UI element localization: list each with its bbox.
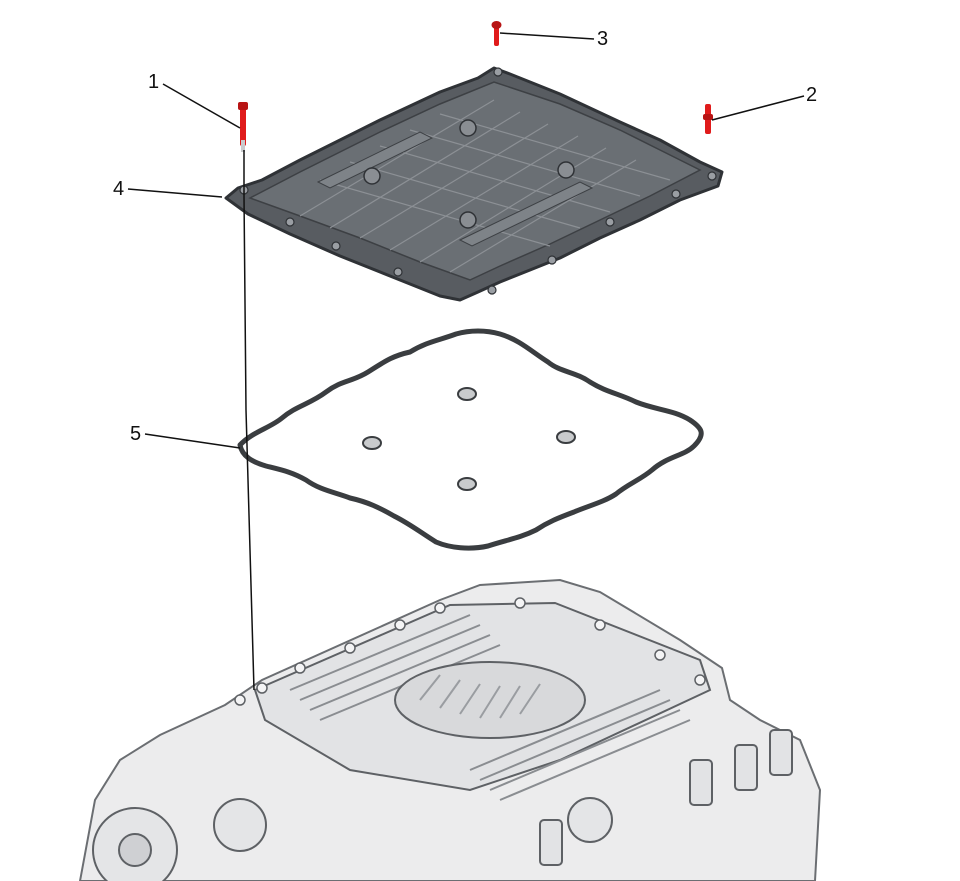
callout-3-label: 3 [597, 28, 609, 50]
bolt-1 [238, 102, 248, 152]
leader-lines [127, 32, 805, 449]
grommet [556, 430, 576, 444]
grommet [362, 436, 382, 450]
bolt-1-shaft [240, 108, 246, 146]
engine-assembly [78, 578, 822, 881]
bolt-1-stud [241, 140, 245, 152]
cover-bolt-bosses [363, 119, 575, 229]
bolt-3-head [491, 21, 502, 29]
cover-top-face [248, 81, 702, 281]
bolt-2 [703, 104, 713, 134]
rotor-housing [394, 661, 586, 739]
grommet [457, 387, 477, 401]
cover-grid [299, 99, 671, 273]
bolt-3-shaft [494, 26, 499, 46]
cover [224, 66, 724, 302]
alignment-line [243, 150, 255, 691]
idler-pulley [213, 798, 267, 852]
bolt-3 [491, 21, 502, 46]
leader-line-3 [499, 32, 595, 40]
rotor-ribs [419, 674, 541, 719]
intercooler-fins [289, 614, 691, 801]
leader-line-4 [127, 188, 223, 198]
engine-bolts [234, 597, 706, 706]
callout-5-label: 5 [130, 423, 142, 445]
grommet [457, 477, 477, 491]
oil-filler-cap [567, 797, 613, 843]
gasket-outline [237, 328, 704, 551]
leader-line-1 [162, 83, 241, 129]
bolt-1-head [238, 102, 248, 110]
leader-line-2 [711, 95, 805, 121]
ignition-coils [539, 729, 793, 866]
cover-raised-lettering [316, 131, 594, 247]
callout-2-label: 2 [806, 84, 818, 106]
gasket [237, 328, 704, 551]
leader-line-5 [144, 433, 241, 449]
cover-flange-bolts [239, 67, 717, 295]
callout-4-label: 4 [113, 178, 125, 200]
pulley-hub [118, 833, 152, 867]
bolt-2-head [703, 114, 713, 120]
gasket-grommets [362, 387, 576, 491]
callout-1-label: 1 [148, 71, 160, 93]
